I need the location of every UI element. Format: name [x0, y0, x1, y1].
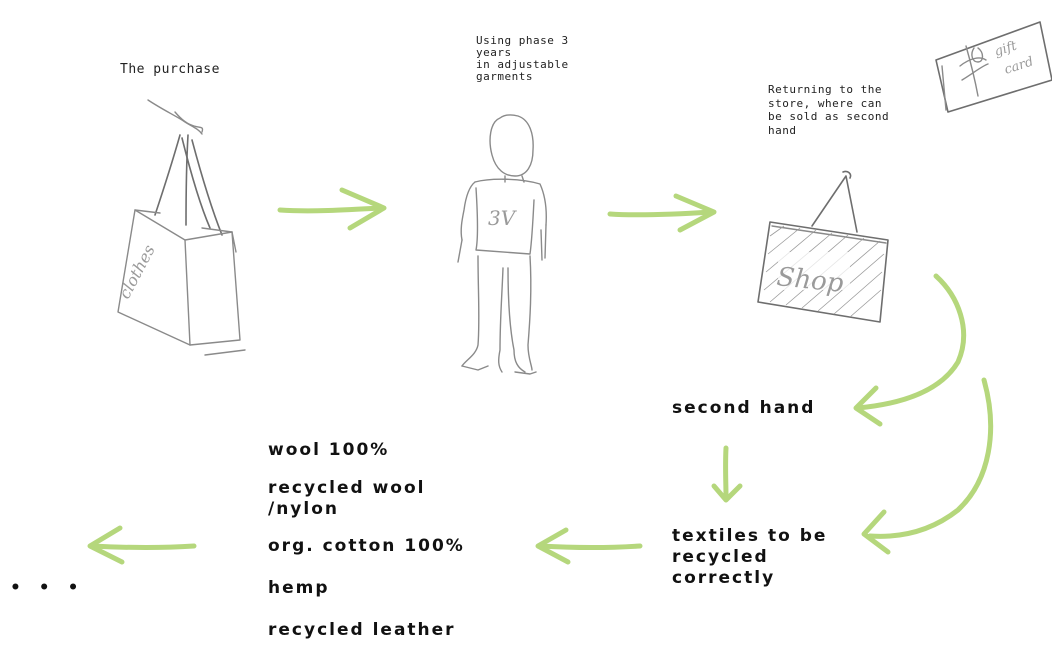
material-item: recycled leather [268, 620, 456, 641]
material-item: recycled wool /nylon [268, 478, 425, 520]
arrow-second-hand-to-recycle [714, 448, 740, 500]
recycle-label: textiles to be recycled correctly [672, 526, 827, 589]
bag-clothes-text: clothes [115, 242, 159, 302]
arrow-purchase-to-using [280, 190, 384, 228]
arrow-materials-to-continuation [90, 528, 194, 562]
using-phase-label: Using phase 3 years in adjustable garmen… [476, 35, 569, 83]
shopping-bag-sketch: clothes [115, 100, 245, 355]
arrow-using-to-returning [610, 196, 714, 230]
gift-card-line2: card [1003, 54, 1036, 77]
returning-label: Returning to the store, where can be sol… [768, 83, 889, 137]
material-item: org. cotton 100% [268, 536, 465, 557]
shop-sign-text: Shop [775, 262, 845, 299]
second-hand-label: second hand [672, 398, 815, 419]
material-item: wool 100% [268, 440, 389, 461]
child-figure-sketch: 3V [458, 115, 546, 374]
continuation-ellipsis: • • • [10, 578, 84, 599]
shirt-logo-text: 3V [488, 206, 518, 230]
gift-card-line1: gift [993, 38, 1020, 59]
material-item: hemp [268, 578, 330, 599]
purchase-label: The purchase [120, 63, 220, 77]
gift-card-sketch: gift card [936, 22, 1052, 112]
arrow-recycle-to-materials [538, 530, 640, 562]
shop-sign-sketch: Shop [758, 171, 888, 322]
